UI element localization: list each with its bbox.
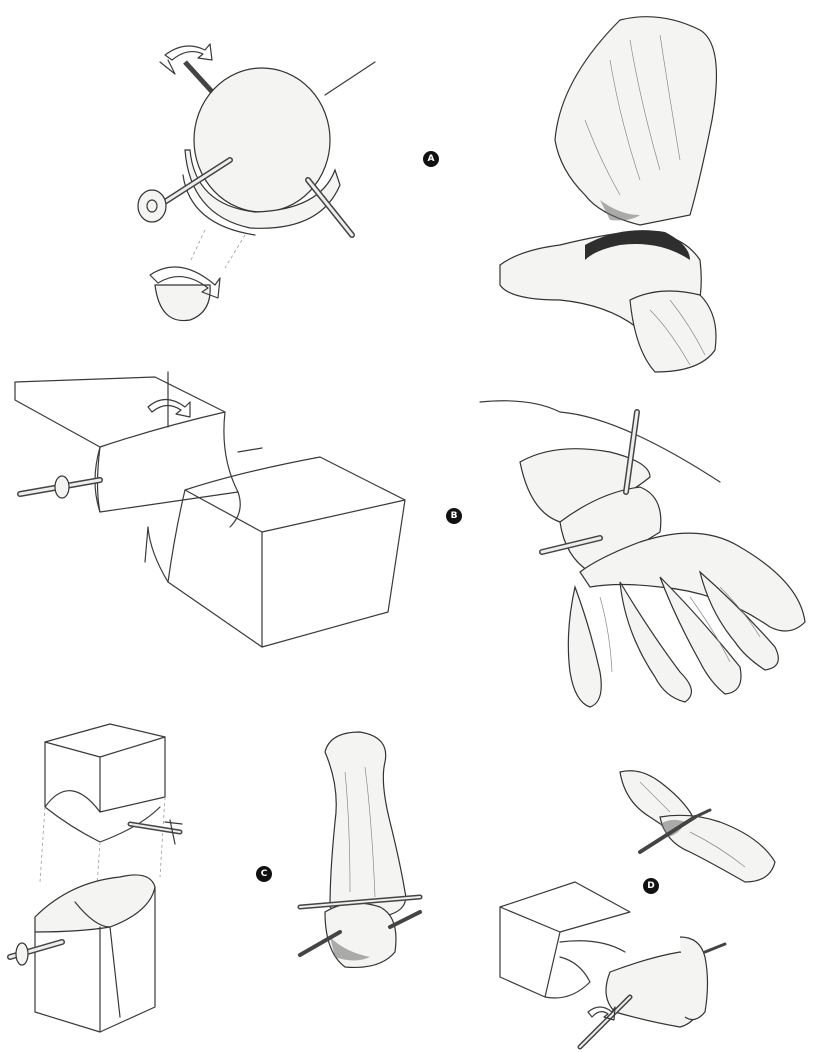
panel-a: A: [0, 0, 814, 372]
marker-b-label: B: [451, 511, 458, 521]
condyloid-joint-block-diagram: [0, 712, 814, 1052]
panel-b: B: [0, 372, 814, 712]
wrist-hand-bones-drawing: [0, 372, 814, 712]
marker-a-label: A: [428, 154, 435, 164]
panel-d: D: [0, 712, 814, 1052]
marker-d-label: D: [647, 881, 654, 891]
hip-joint-bone-drawing: [0, 0, 814, 372]
marker-a: A: [423, 151, 439, 167]
marker-d: D: [643, 878, 659, 894]
marker-b: B: [446, 508, 462, 524]
